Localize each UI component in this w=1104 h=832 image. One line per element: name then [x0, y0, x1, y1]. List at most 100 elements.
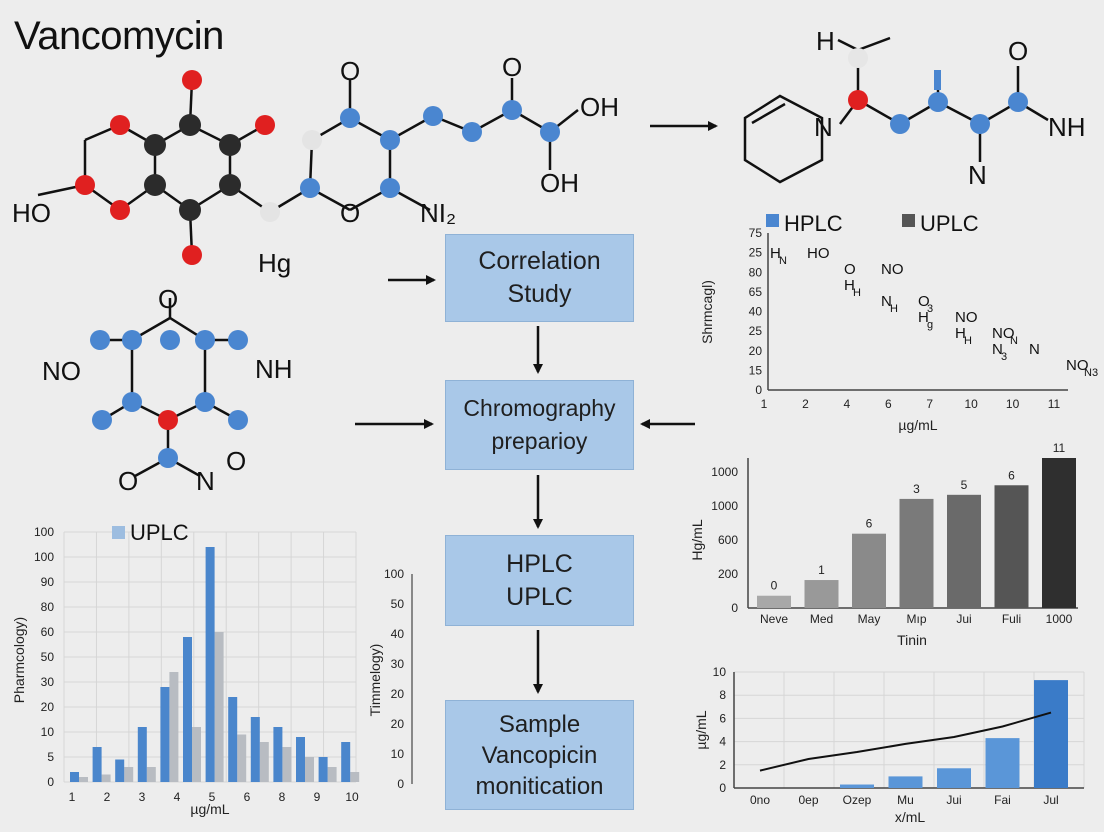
bar-gray: [237, 734, 247, 782]
y-tick-label: 0: [47, 775, 54, 789]
bar-blue: [296, 737, 305, 782]
y-axis-title: Shrmcagl): [699, 280, 715, 344]
bar-data-label: 6: [866, 517, 873, 531]
label-o2: O: [502, 52, 522, 82]
y-tick-label: 600: [718, 533, 738, 547]
flow-arrows: [355, 121, 718, 694]
x-axis-title: Tinin: [897, 632, 927, 648]
bar-data-label: 6: [1008, 468, 1015, 482]
bar-gray: [214, 632, 224, 782]
y-tick-label: 6: [719, 711, 726, 725]
tr-n: N: [814, 112, 833, 142]
bar: [888, 776, 923, 788]
legend-label-uplc: UPLC: [920, 211, 979, 236]
bar-blue: [92, 747, 102, 782]
scatter-point-label: N: [881, 293, 892, 310]
scatter-point-sub: H: [853, 287, 861, 299]
x-tick-label: 2: [104, 790, 111, 804]
legend-swatch-uplc: [112, 526, 125, 539]
page-title: Vancomycin: [14, 14, 224, 58]
x-tick-label: Jui: [956, 612, 971, 626]
scatter-point-label: NO: [955, 309, 978, 326]
y-tick-label: 10: [713, 665, 727, 679]
y-tick-label: 1000: [711, 499, 738, 513]
y-axis-title: Hg/mL: [689, 519, 705, 560]
scatter-point-sub: H: [964, 335, 972, 347]
x-tick-label: 4: [844, 397, 851, 411]
x-tick-label: 1: [761, 397, 768, 411]
scatter-point-label: H: [844, 277, 855, 294]
y-tick-label: 100: [34, 525, 54, 539]
bar-gray: [101, 774, 111, 782]
ring2-o-left: O: [118, 466, 138, 496]
x-tick-label: Neve: [760, 612, 788, 626]
label-ho: HO: [12, 198, 51, 228]
y-tick-label: 10: [41, 725, 55, 739]
bar-blue: [228, 697, 238, 782]
ring2-o-right: O: [226, 446, 246, 476]
y-tick-label: 50: [391, 597, 405, 611]
x-tick-label: Jul: [1043, 793, 1058, 807]
y-tick-label: 0: [755, 383, 762, 397]
x-tick-label: 7: [926, 397, 933, 411]
label-o1: O: [340, 56, 360, 86]
scatter-point-label: NO: [881, 261, 904, 278]
scatter-point-label: O: [918, 293, 930, 310]
scatter-point-label: N: [992, 341, 1003, 358]
box-chromography: Chromography preparioy: [445, 380, 634, 470]
bar-blue: [273, 727, 283, 782]
bar-blue: [250, 717, 260, 782]
bar-chart-right: 100010006002000Hg/mLTinin0Neve1Med6May3M…: [689, 441, 1078, 648]
bar-blue: [137, 727, 147, 782]
tr-h: H: [816, 26, 835, 56]
bar-gray: [350, 772, 360, 782]
scatter-point-label: H: [918, 309, 929, 326]
scatter-point-label: H: [955, 325, 966, 342]
x-tick-label: 6: [244, 790, 251, 804]
main-molecule-atoms: [75, 70, 560, 265]
bar-gray: [124, 767, 134, 782]
y-tick-label: 25: [749, 246, 763, 260]
bar-data-label: 11: [1053, 441, 1066, 455]
scatter-point-sub: 3: [927, 303, 933, 315]
x-tick-label: 11: [1048, 397, 1061, 411]
y-axis-title: Timmelogy): [367, 644, 383, 717]
y-axis-title: Pharmcology): [11, 617, 27, 703]
x-tick-label: 2: [802, 397, 809, 411]
bar-gray: [169, 672, 179, 782]
y-tick-label: 25: [749, 324, 763, 338]
y-tick-label: 1000: [711, 465, 738, 479]
y-tick-label: 40: [749, 305, 763, 319]
x-tick-label: 4: [174, 790, 181, 804]
y-tick-label: 80: [749, 265, 763, 279]
ring2-atoms: [90, 330, 248, 468]
legend-label-hplc: HPLC: [784, 211, 843, 236]
x-tick-label: 5: [209, 790, 216, 804]
x-axis-title: µg/mL: [190, 801, 229, 817]
y-axis-title: µg/mL: [693, 710, 709, 749]
x-tick-label: 6: [885, 397, 892, 411]
label-oh2: OH: [540, 168, 579, 198]
topright-labels: H O N NH N: [814, 26, 1086, 190]
x-tick-label: 0ep: [798, 793, 818, 807]
ring2-n: N: [196, 466, 215, 496]
ring2-o-top: O: [158, 284, 178, 314]
bar-gray: [282, 747, 292, 782]
x-tick-label: 9: [314, 790, 321, 804]
y-tick-label: 50: [41, 650, 55, 664]
bar-blue: [205, 547, 215, 782]
x-tick-label: 8: [279, 790, 286, 804]
tr-o: O: [1008, 36, 1028, 66]
scatter-point-label: NO: [1066, 357, 1089, 374]
bar: [899, 498, 934, 608]
legend-label-uplc: UPLC: [130, 520, 189, 545]
x-tick-label: 0no: [750, 793, 770, 807]
bar: [994, 485, 1029, 608]
bar-blue: [318, 757, 328, 782]
x-tick-label: May: [858, 612, 881, 626]
label-oh1: OH: [580, 92, 619, 122]
ring2-nh: NH: [255, 354, 293, 384]
label-ni2: NΙ₂: [420, 198, 456, 228]
